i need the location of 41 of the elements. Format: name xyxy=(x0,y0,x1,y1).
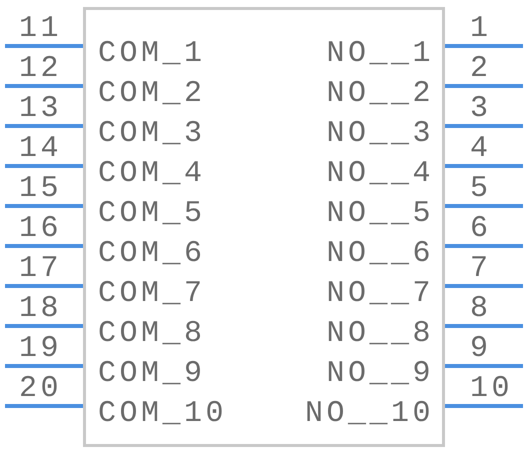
pin-name: NO__4 xyxy=(326,159,434,189)
pin-name: COM_6 xyxy=(98,239,206,269)
pin-number: 4 xyxy=(470,134,492,164)
pin-number: 18 xyxy=(18,294,62,324)
pin-number: 6 xyxy=(470,214,492,244)
pin-name: COM_1 xyxy=(98,39,206,69)
pin-name: COM_3 xyxy=(98,119,206,149)
pin-name: COM_5 xyxy=(98,199,206,229)
pin-name: NO__2 xyxy=(326,79,434,109)
pin-number: 5 xyxy=(470,174,492,204)
pin-number: 9 xyxy=(470,334,492,364)
pin-number: 12 xyxy=(18,54,62,84)
pin-name: NO__9 xyxy=(326,359,434,389)
pin-name: COM_7 xyxy=(98,279,206,309)
pin-number: 8 xyxy=(470,294,492,324)
pin-number: 13 xyxy=(18,94,62,124)
pin-name: NO__5 xyxy=(326,199,434,229)
pin-name: NO__1 xyxy=(326,39,434,69)
pin-number: 11 xyxy=(18,14,62,44)
pin-number: 7 xyxy=(470,254,492,284)
pin-number: 3 xyxy=(470,94,492,124)
pin-number: 1 xyxy=(470,14,492,44)
pin-number: 15 xyxy=(18,174,62,204)
pin-number: 2 xyxy=(470,54,492,84)
pin-number: 17 xyxy=(18,254,62,284)
pin-number: 16 xyxy=(18,214,62,244)
pin-name: COM_8 xyxy=(98,319,206,349)
pin-name: NO__7 xyxy=(326,279,434,309)
pin-name: NO__6 xyxy=(326,239,434,269)
pin-name: NO__3 xyxy=(326,119,434,149)
pin-name: COM_10 xyxy=(98,399,228,429)
pin-number: 10 xyxy=(470,374,514,404)
pin-name: COM_4 xyxy=(98,159,206,189)
pin-name: NO__10 xyxy=(304,399,434,429)
pin-number: 14 xyxy=(18,134,62,164)
component-body xyxy=(83,7,445,447)
pin-name: COM_9 xyxy=(98,359,206,389)
pin-name: NO__8 xyxy=(326,319,434,349)
pin-name: COM_2 xyxy=(98,79,206,109)
pin-number: 20 xyxy=(18,374,62,404)
pin-number: 19 xyxy=(18,334,62,364)
